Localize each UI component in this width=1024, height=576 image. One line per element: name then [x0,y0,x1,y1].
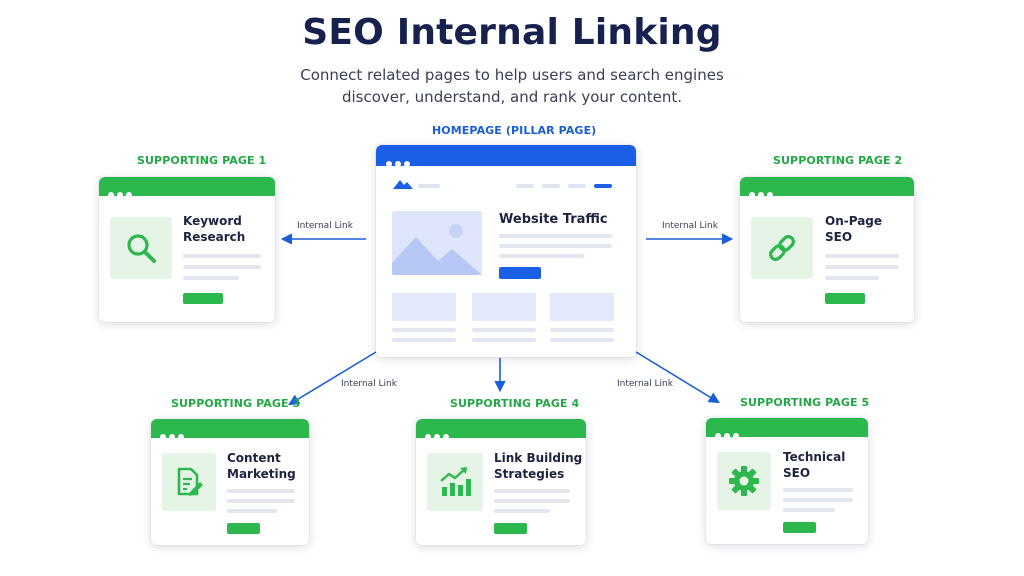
text-line [550,328,614,332]
text-line [472,338,536,342]
green-button [227,523,260,534]
chain-link-icon [751,217,813,279]
arrow-to-page-5 [635,351,720,404]
homepage-cta-button [499,267,541,279]
text-line [499,234,612,238]
supporting-page-1-card: Keyword Research [99,177,275,322]
supporting-page-5-card: Technical SEO [706,418,868,544]
page-subtitle: Connect related pages to help users and … [0,64,1024,108]
supporting-page-3-title: Content Marketing [227,451,296,481]
content-block [472,293,536,321]
text-line [392,338,456,342]
logo-icon [393,180,413,189]
subtitle-line-2: discover, understand, and rank your cont… [341,88,683,106]
nav-item-placeholder [568,184,586,188]
text-line [499,254,584,258]
text-line [494,489,570,493]
text-line [227,499,295,503]
text-line [783,498,853,502]
hero-image-icon [392,211,482,275]
subtitle-line-1: Connect related pages to help users and … [300,66,724,84]
window-bar [99,177,275,198]
window-bar [151,419,309,440]
window-dots [386,152,413,171]
text-line [183,254,261,258]
text-line [392,328,456,332]
homepage-window-bar [376,145,636,167]
window-bar [416,419,586,440]
nav-item-placeholder [542,184,560,188]
window-dots [160,425,187,444]
supporting-page-1-label: SUPPORTING PAGE 1 [137,154,267,167]
text-line [183,276,239,280]
magnifier-icon [110,217,172,279]
supporting-page-4-card: Link Building Strategies [416,419,586,545]
document-edit-icon [162,453,216,511]
window-bar [740,177,914,198]
window-dots [715,424,742,443]
green-button [494,523,527,534]
homepage-card: Website Traffic [376,145,636,357]
supporting-page-5-label: SUPPORTING PAGE 5 [740,396,870,409]
text-line [183,265,261,269]
supporting-page-2-title: On-Page SEO [825,214,883,244]
internal-link-label-3: Internal Link [341,379,397,389]
window-dots [108,183,135,202]
text-line [550,338,614,342]
gear-icon [717,452,771,510]
supporting-page-5-title: Technical SEO [783,450,846,480]
internal-link-label-2: Internal Link [662,221,718,231]
content-block [392,293,456,321]
nav-placeholder [418,184,440,188]
content-block [550,293,614,321]
supporting-page-3-card: Content Marketing [151,419,309,545]
supporting-page-3-label: SUPPORTING PAGE 3 [171,397,301,410]
internal-link-label-1: Internal Link [297,221,353,231]
window-bar [706,418,868,439]
page-title: SEO Internal Linking [302,12,722,53]
growth-chart-icon [427,453,483,511]
text-line [783,508,835,512]
text-line [227,489,295,493]
homepage-label: HOMEPAGE (PILLAR PAGE) [432,124,597,137]
nav-item-active [594,184,612,188]
text-line [472,328,536,332]
text-line [494,509,550,513]
supporting-page-1-title: Keyword Research [183,214,246,244]
text-line [227,509,277,513]
nav-item-placeholder [516,184,534,188]
text-line [494,499,570,503]
text-line [825,276,879,280]
text-line [783,488,853,492]
supporting-page-2-card: On-Page SEO [740,177,914,322]
green-button [825,293,865,304]
arrow-to-page-3 [288,351,377,406]
supporting-page-4-label: SUPPORTING PAGE 4 [450,397,580,410]
supporting-page-2-label: SUPPORTING PAGE 2 [773,154,903,167]
text-line [825,254,899,258]
supporting-page-4-title: Link Building Strategies [494,451,583,481]
internal-link-label-5: Internal Link [617,379,673,389]
green-button [783,522,816,533]
window-dots [425,425,452,444]
text-line [499,244,612,248]
window-dots [749,183,776,202]
homepage-content-title: Website Traffic [499,212,608,227]
text-line [825,265,899,269]
green-button [183,293,223,304]
